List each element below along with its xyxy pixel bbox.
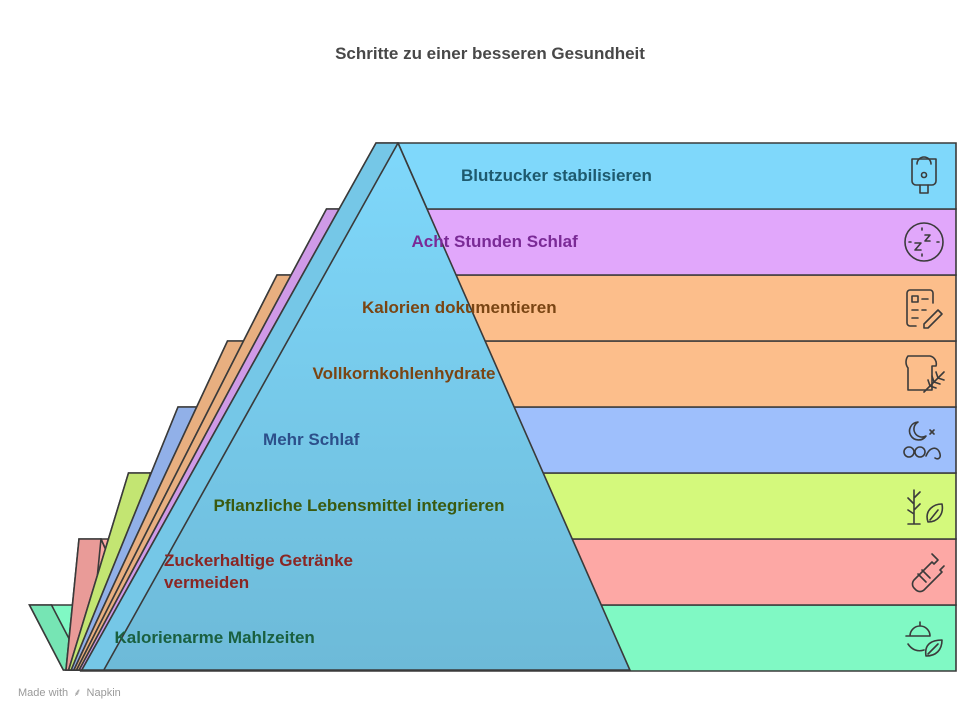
diagram-title: Schritte zu einer besseren Gesundheit xyxy=(335,44,645,63)
napkin-brand: Napkin xyxy=(86,687,121,699)
plant-leaf-icon xyxy=(907,489,944,525)
step-label-4: Vollkornkohlenhydrate xyxy=(312,364,496,383)
checklist-pencil-icon xyxy=(906,289,943,329)
pyramid-ribbon-edge-1 xyxy=(80,142,400,671)
bread-wheat-icon xyxy=(905,355,945,393)
step-label-8: Kalorienarme Mahlzeiten xyxy=(114,628,315,647)
step-label-2: Acht Stunden Schlaf xyxy=(411,232,578,251)
blood-glucose-meter-icon xyxy=(911,156,937,194)
plate-leaf-icon xyxy=(905,621,943,657)
step-label-7: Zuckerhaltige Getränke vermeiden xyxy=(164,551,353,592)
bottle-icon xyxy=(911,553,945,593)
moon-sleep-icon xyxy=(903,421,941,460)
napkin-logo-icon: ⸙ xyxy=(73,687,82,699)
made-with-text: Made with xyxy=(18,687,69,699)
step-label-6: Pflanzliche Lebensmittel integrieren xyxy=(213,496,505,515)
step-label-1: Blutzucker stabilisieren xyxy=(461,166,652,185)
footer: Made with ⸙ Napkin xyxy=(18,685,121,700)
step-label-5: Mehr Schlaf xyxy=(263,430,360,449)
step-label-3: Kalorien dokumentieren xyxy=(362,298,557,317)
sleep-clock-icon xyxy=(904,222,944,262)
